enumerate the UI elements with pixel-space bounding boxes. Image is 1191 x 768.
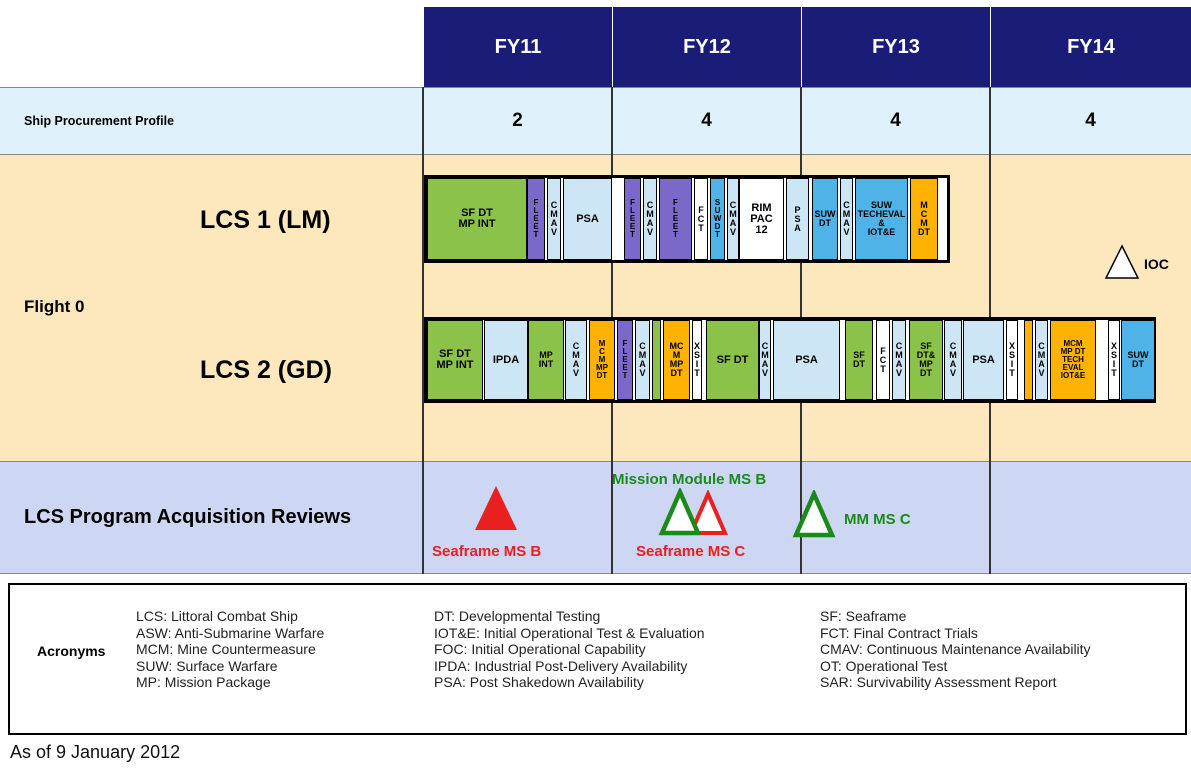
event-block: MP INT (528, 320, 564, 400)
event-block: SF DT MP INT (427, 178, 527, 260)
mm-ms-c-label: MM MS C (844, 511, 911, 528)
seaframe-ms-b-label: Seaframe MS B (432, 543, 542, 560)
event-block (1024, 320, 1033, 400)
event-block: MC M MP DT (663, 320, 690, 400)
legend-item: LCS: Littoral Combat Ship (136, 608, 298, 624)
event-block: SUW TECHEVAL & IOT&E (855, 178, 908, 260)
event-block: C M A V (840, 178, 853, 260)
event-block: C M A V (892, 320, 906, 400)
legend-item: IOT&E: Initial Operational Test & Evalua… (434, 624, 705, 641)
procurement-label: Ship Procurement Profile (24, 114, 175, 128)
event-block: MCM MP DT TECH EVAL IOT&E (1050, 320, 1096, 400)
event-block: PSA (963, 320, 1004, 400)
event-block: C M A V (565, 320, 587, 400)
event-block: F C T (694, 178, 708, 260)
procurement-row (0, 87, 1191, 155)
legend-item: PSA: Post Shakedown Availability (434, 674, 644, 690)
mission-module-ms-b-label: Mission Module MS B (612, 471, 767, 488)
legend-item: MCM: Mine Countermeasure (136, 641, 316, 657)
event-block: P S A (786, 178, 809, 260)
legend-item: OT: Operational Test (820, 657, 948, 674)
as-of-date: As of 9 January 2012 (10, 742, 181, 762)
procurement-fy13: 4 (890, 110, 901, 131)
event-block: F C T (876, 320, 890, 400)
legend-item: DT: Developmental Testing (434, 608, 601, 624)
event-block: SUW DT (812, 178, 838, 260)
event-block: PSA (563, 178, 612, 260)
event-block: C M A V (944, 320, 962, 400)
event-block: S U W D T (710, 178, 725, 260)
acronyms-legend: Acronyms LCS: Littoral Combat Ship ASW: … (8, 583, 1187, 735)
fy12-header: FY12 (612, 7, 801, 87)
procurement-fy12: 4 (701, 110, 712, 131)
event-block: C M A V (1035, 320, 1048, 400)
seaframe-ms-c-triangle-icon (688, 490, 728, 535)
legend-item: MP: Mission Package (136, 674, 271, 690)
event-block: SUW DT (1121, 320, 1155, 400)
procurement-fy14: 4 (1085, 110, 1096, 131)
event-block: F L E E T (527, 178, 545, 260)
flight-label: Flight 0 (24, 297, 85, 316)
reviews-row (0, 462, 1191, 574)
event-block: X S I T (692, 320, 702, 400)
event-block: C M A V (759, 320, 771, 400)
legend-item: FCT: Final Contract Trials (820, 624, 978, 641)
event-block: SF DT (845, 320, 873, 400)
legend-col3: SF: Seaframe FCT: Final Contract Trials … (820, 608, 1091, 691)
legend-item: CMAV: Continuous Maintenance Availabilit… (820, 641, 1091, 657)
legend-item: SF: Seaframe (820, 608, 907, 624)
seaframe-ms-b-triangle-icon (475, 486, 517, 530)
reviews-label: LCS Program Acquisition Reviews (24, 505, 352, 528)
lcs2-label: LCS 2 (GD) (200, 355, 332, 384)
legend-col1: LCS: Littoral Combat Ship ASW: Anti-Subm… (136, 608, 324, 691)
event-block (652, 320, 661, 400)
legend-col2: DT: Developmental Testing IOT&E: Initial… (434, 608, 705, 691)
legend-item: SAR: Survivability Assessment Report (820, 674, 1057, 690)
legend-item: IPDA: Industrial Post-Delivery Availabil… (434, 657, 688, 674)
event-block: F L E E T (617, 320, 633, 400)
event-block: SF DT (706, 320, 759, 400)
fy11-header: FY11 (423, 7, 612, 87)
event-block: IPDA (484, 320, 528, 400)
event-block: F L E E T (659, 178, 692, 260)
lcs1-label: LCS 1 (LM) (200, 205, 331, 234)
event-block: C M A V (643, 178, 657, 260)
mm-ms-c-triangle-icon (792, 490, 836, 538)
event-block: PSA (773, 320, 840, 400)
legend-item: FOC: Initial Operational Capability (434, 641, 646, 657)
ioc-label: IOC (1144, 256, 1169, 272)
legend-title: Acronyms (37, 643, 106, 659)
event-block: X S I T (1108, 320, 1120, 400)
legend-item: ASW: Anti-Submarine Warfare (136, 624, 325, 641)
event-block: C M A V (727, 178, 739, 260)
seaframe-ms-c-label: Seaframe MS C (636, 543, 746, 560)
event-block: C M A V (635, 320, 650, 400)
header-corner (0, 0, 423, 87)
event-block: SF DT MP INT (427, 320, 483, 400)
procurement-fy11: 2 (512, 110, 523, 131)
mission-module-ms-b-triangle-icon (658, 488, 702, 536)
fy13-header: FY13 (801, 7, 990, 87)
divider-fy11 (422, 87, 424, 574)
ioc-triangle-icon (1104, 244, 1140, 279)
event-block: M C M MP DT (589, 320, 615, 400)
event-block: SF DT& MP DT (909, 320, 943, 400)
event-block: RIM PAC 12 (739, 178, 784, 260)
event-block: F L E E T (624, 178, 641, 260)
event-block: C M A V (547, 178, 561, 260)
event-block: M C M DT (910, 178, 938, 260)
event-block: X S I T (1006, 320, 1018, 400)
fy14-header: FY14 (990, 7, 1191, 87)
legend-item: SUW: Surface Warfare (136, 657, 278, 674)
